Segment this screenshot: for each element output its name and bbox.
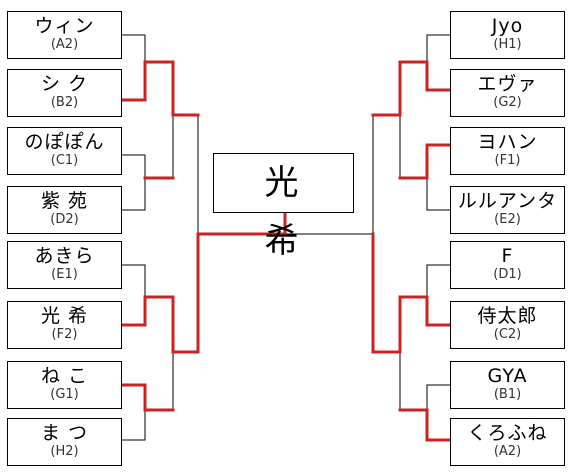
line-l-a2 <box>121 34 146 62</box>
player-name: あきら <box>34 245 95 267</box>
bracket-lines-winner <box>119 60 452 442</box>
line-r-b1 <box>426 384 450 410</box>
player-seed: (D2) <box>50 212 79 227</box>
player-name: エヴァ <box>477 73 538 95</box>
player-name: ま つ <box>40 422 89 444</box>
player-seed: (D1) <box>493 267 522 282</box>
line-r-e2 <box>426 178 450 211</box>
player-card-right-4: ルルアンタ (E2) <box>450 186 565 234</box>
player-name: F <box>501 245 514 267</box>
win-r-r2-top <box>371 60 429 117</box>
player-seed: (B1) <box>493 387 522 402</box>
player-card-left-7: ね こ (G1) <box>7 361 122 409</box>
player-seed: (B2) <box>50 95 79 110</box>
player-seed: (G1) <box>50 387 79 402</box>
player-name: のぽぽん <box>24 131 105 153</box>
player-seed: (A2) <box>50 37 79 52</box>
win-l-b2 <box>119 60 147 102</box>
line-r-d1 <box>426 264 450 297</box>
player-name: Jyo <box>491 15 524 37</box>
player-card-left-5: あきら (E1) <box>7 241 122 289</box>
player-seed: (F2) <box>51 327 78 342</box>
player-card-left-3: のぽぽん (C1) <box>7 127 122 175</box>
champion-name: 光 希 <box>264 163 373 261</box>
player-seed: (H1) <box>493 37 522 52</box>
player-name: 侍太郎 <box>477 305 538 327</box>
player-name: 紫 苑 <box>40 190 89 212</box>
win-r-a2 <box>398 408 452 442</box>
player-card-left-6: 光 希 (F2) <box>7 301 122 349</box>
player-name: ヨハン <box>477 131 538 153</box>
player-name: GYA <box>487 365 528 387</box>
player-seed: (C1) <box>50 153 79 168</box>
player-card-right-7: GYA (B1) <box>450 361 565 409</box>
player-card-right-2: エヴァ (G2) <box>450 69 565 117</box>
player-card-right-6: 侍太郎 (C2) <box>450 301 565 349</box>
player-seed: (G2) <box>493 95 522 110</box>
line-l-c1 <box>121 154 146 178</box>
win-l-r2-top <box>143 60 200 117</box>
player-seed: (A2) <box>493 444 522 459</box>
win-l-ef-out <box>143 295 200 354</box>
player-seed: (H2) <box>50 444 79 459</box>
win-r-g2 <box>425 60 452 92</box>
champion-box: 光 希 <box>213 153 354 261</box>
win-l-f2 <box>119 295 147 327</box>
player-seed: (E2) <box>494 212 521 227</box>
player-name: ウィン <box>34 15 95 37</box>
player-seed: (E1) <box>51 267 78 282</box>
line-l-e1 <box>121 264 146 297</box>
player-name: シ ク <box>40 73 89 95</box>
bracket-lines-black <box>121 34 450 441</box>
player-card-right-3: ヨハン (F1) <box>450 127 565 175</box>
player-seed: (F1) <box>494 153 521 168</box>
line-r-h1 <box>426 34 450 62</box>
line-l-h2 <box>121 410 146 441</box>
player-seed: (C2) <box>493 327 522 342</box>
win-l-final <box>196 211 287 354</box>
win-r-c2 <box>371 295 452 354</box>
player-card-right-5: F (D1) <box>450 241 565 289</box>
player-card-left-2: シ ク (B2) <box>7 69 122 117</box>
player-card-left-4: 紫 苑 (D2) <box>7 186 122 234</box>
win-l-g1 <box>119 383 175 412</box>
player-card-right-8: くろふね (A2) <box>450 418 565 466</box>
player-name: 光 希 <box>40 305 89 327</box>
player-name: ルルアンタ <box>457 190 558 212</box>
player-card-left-8: ま つ (H2) <box>7 418 122 466</box>
player-name: くろふね <box>467 422 548 444</box>
player-name: ね こ <box>40 365 89 387</box>
win-r-f1 <box>398 143 452 180</box>
line-l-d2 <box>121 178 146 211</box>
player-card-left-1: ウィン (A2) <box>7 11 122 59</box>
player-card-right-1: Jyo (H1) <box>450 11 565 59</box>
